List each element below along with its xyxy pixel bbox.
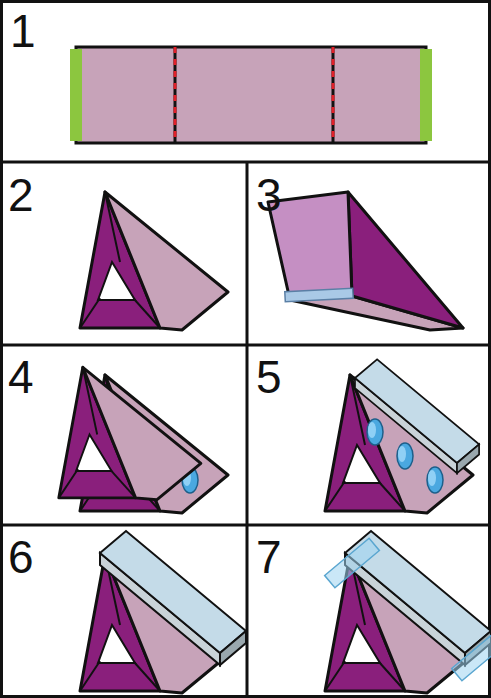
callout-number: 5 [256, 354, 282, 400]
grid-line [246, 162, 249, 698]
glue-drop [397, 443, 413, 469]
glass-slab [100, 531, 246, 665]
prism [59, 367, 201, 499]
callout-number: 6 [8, 534, 34, 580]
glue-drop [427, 467, 443, 493]
callout-number: 1 [10, 8, 36, 54]
glass-slab [355, 359, 479, 473]
callout-number: 7 [256, 534, 282, 580]
callout-number: 2 [8, 172, 34, 218]
callout-number: 3 [256, 172, 282, 218]
folding-strip [268, 192, 463, 330]
glue-drop [367, 419, 383, 445]
tape [325, 538, 380, 588]
flat-strip [70, 47, 432, 143]
prism [80, 192, 228, 330]
callout-number: 4 [8, 354, 34, 400]
tape [452, 631, 491, 681]
